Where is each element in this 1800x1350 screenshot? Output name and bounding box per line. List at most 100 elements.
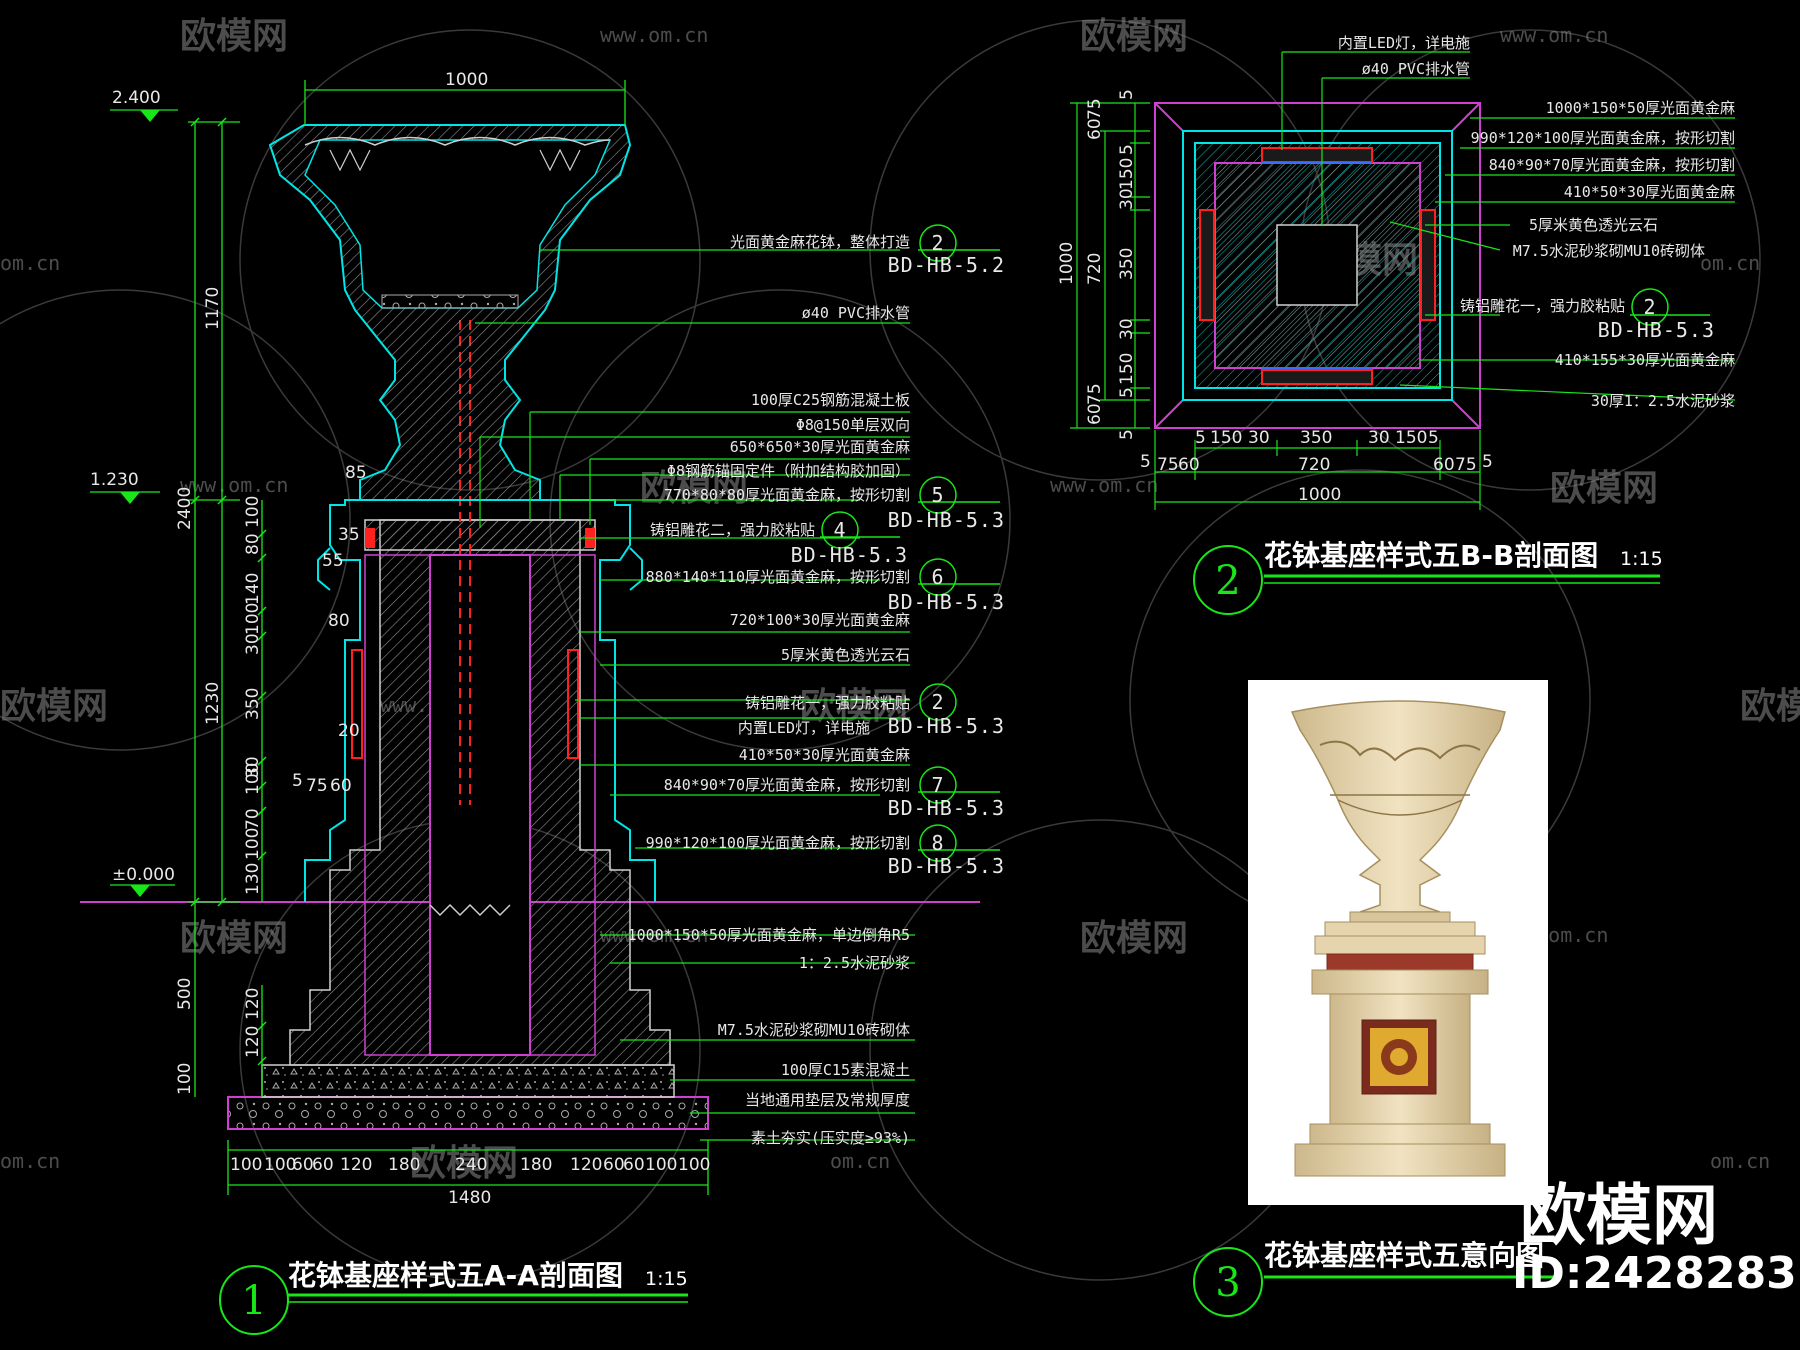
watermark-url: om.cn	[0, 1149, 60, 1173]
callout-label: 100厚C15素混凝土	[781, 1061, 910, 1079]
watermark-url: www.om.cn	[1500, 23, 1608, 47]
drawing-number: 3	[1215, 1260, 1240, 1306]
dim-minor: 130	[243, 863, 263, 895]
watermark-url: om.cn	[0, 251, 60, 275]
drawing-title: 花钵基座样式五A-A剖面图	[288, 1259, 623, 1292]
drawing-title: 花钵基座样式五B-B剖面图	[1264, 539, 1598, 572]
dim-bottom: 75	[1157, 455, 1179, 475]
ref-number: 2	[931, 690, 944, 714]
dim-bottom: 100	[645, 1155, 677, 1175]
dim-bottom: 30	[1368, 428, 1390, 448]
watermark-url: www.om.cn	[1050, 473, 1158, 497]
dim-bottom: 100	[230, 1155, 262, 1175]
dim-bottom: 180	[520, 1155, 552, 1175]
leader-lines	[475, 249, 915, 1141]
led-panel-right	[1420, 209, 1436, 321]
dim-500: 500	[175, 978, 195, 1010]
callout-label: 880*140*110厚光面黄金麻，按形切割	[646, 568, 910, 586]
callout-label: 1000*150*50厚光面黄金麻	[1546, 99, 1735, 117]
dim-bottom: 240	[455, 1155, 487, 1175]
led-strip-right	[567, 649, 579, 759]
dim-bottom: 120	[340, 1155, 372, 1175]
led-panel-bottom	[1261, 369, 1373, 385]
dim-minor: 100	[243, 603, 263, 635]
callout-label: 5厚米黄色透光云石	[781, 646, 910, 664]
stamp-brand: 欧模网	[1520, 1177, 1718, 1254]
dim-left: 5	[1117, 144, 1137, 155]
title-block-3: 3 花钵基座样式五意向图	[1193, 1239, 1560, 1317]
dim-minor: 100	[175, 1063, 195, 1095]
callout-label: 30厚1：2.5水泥砂浆	[1591, 392, 1735, 410]
dim-minor: 80	[243, 533, 263, 555]
callout-label: 内置LED灯，详电施	[738, 719, 870, 737]
section-a-a: 1000 2.400 1.230 ±0.000 1170 2400 1230 1…	[80, 70, 1005, 1335]
dim-small: 20	[338, 721, 360, 741]
dim-bottom: 5	[1482, 452, 1493, 472]
drawing-title: 花钵基座样式五意向图	[1264, 1239, 1544, 1272]
drawing-number-circle	[1193, 545, 1263, 615]
callout-label: 650*650*30厚光面黄金麻	[730, 438, 910, 456]
dim-bottom: 150	[1395, 428, 1427, 448]
watermark-url: www.om.cn	[600, 23, 708, 47]
dim-bottom: 350	[1300, 428, 1332, 448]
top-label: 内置LED灯，详电施	[1338, 34, 1470, 52]
dim-bottom: 120	[570, 1155, 602, 1175]
watermark-brand: 欧模网	[1740, 686, 1800, 727]
top-label: ø40 PVC排水管	[1362, 60, 1470, 78]
dim-minor: 120	[243, 1026, 263, 1058]
drawing-number-circle	[1193, 1247, 1263, 1317]
callout-label: 770*80*80厚光面黄金麻，按形切割	[664, 486, 910, 504]
section-b-b: 内置LED灯，详电施 ø40 PVC排水管 1000*150*50厚光面黄金麻 …	[1057, 34, 1736, 615]
callout-label: Φ8钢筋锚固定件（附加结构胶加固）	[667, 462, 910, 480]
dim-1230: 1230	[203, 682, 223, 725]
callout-label: 铸铝雕花二，强力胶粘贴	[650, 521, 815, 539]
ref-code: BD-HB-5.3	[1598, 318, 1715, 342]
ref-code: BD-HB-5.3	[791, 543, 908, 567]
dim-minor: 120	[243, 988, 263, 1020]
ref-code: BD-HB-5.3	[888, 714, 1005, 738]
callout-label: 410*50*30厚光面黄金麻	[1564, 183, 1735, 201]
dim-1170: 1170	[203, 287, 223, 330]
watermark-brand: 欧模网	[1550, 468, 1658, 509]
dim-minor: 350	[243, 688, 263, 720]
dim-minor: 100	[243, 763, 263, 795]
id-stamp: 欧模网 ID:2428283	[1512, 1177, 1797, 1299]
outer-paving	[1154, 102, 1481, 429]
callout-label: M7.5水泥砂浆砌MU10砖砌体	[718, 1021, 910, 1039]
ref-number: 7	[931, 773, 944, 797]
callout-label: M7.5水泥砂浆砌MU10砖砌体	[1513, 242, 1705, 260]
callout-label: 840*90*70厚光面黄金麻，按形切割	[664, 776, 910, 794]
dim-small: 55	[322, 551, 344, 571]
dim-720: 720	[1085, 253, 1105, 285]
dim-small: 60	[330, 776, 352, 796]
ref-code: BD-HB-5.2	[888, 253, 1005, 277]
dim-2400: 2400	[175, 487, 195, 530]
drawing-scale: 1:15	[645, 1268, 688, 1290]
watermark-url: om.cn	[1710, 1149, 1770, 1173]
watermark-brand: 欧模网	[1080, 16, 1188, 57]
ref-number: 6	[931, 565, 944, 589]
ref-number: 8	[931, 831, 944, 855]
dim-bottom: 720	[1298, 455, 1330, 475]
stamp-id: ID:2428283	[1512, 1248, 1797, 1299]
watermark-brand: 欧模网	[800, 686, 908, 727]
drawing-scale: 1:15	[1620, 548, 1663, 570]
drawing-number: 2	[1215, 558, 1240, 604]
dim-1000: 1000	[1057, 242, 1077, 285]
callout-label: 410*155*30厚光面黄金麻	[1555, 351, 1735, 369]
dim-1480: 1480	[448, 1188, 491, 1208]
dim-minor: 30	[243, 756, 263, 778]
callout-label: 990*120*100厚光面黄金麻，按形切割	[646, 834, 910, 852]
level-top: 2.400	[112, 88, 161, 108]
dim-bottom: 60	[1178, 455, 1200, 475]
concrete-layer	[261, 1064, 675, 1098]
dim-left: 5	[1117, 429, 1137, 440]
callout-label: 当地通用垫层及常规厚度	[745, 1091, 910, 1109]
dim-left: 75	[1085, 383, 1105, 405]
watermark-brand: 欧模网	[180, 16, 288, 57]
dim-minor: 100	[243, 828, 263, 860]
dim-bottom: 60	[292, 1155, 314, 1175]
title-block-1: 1 花钵基座样式五A-A剖面图 1:15	[219, 1259, 688, 1335]
drawing-number-circle	[219, 1265, 289, 1335]
level-zero: ±0.000	[112, 865, 175, 885]
